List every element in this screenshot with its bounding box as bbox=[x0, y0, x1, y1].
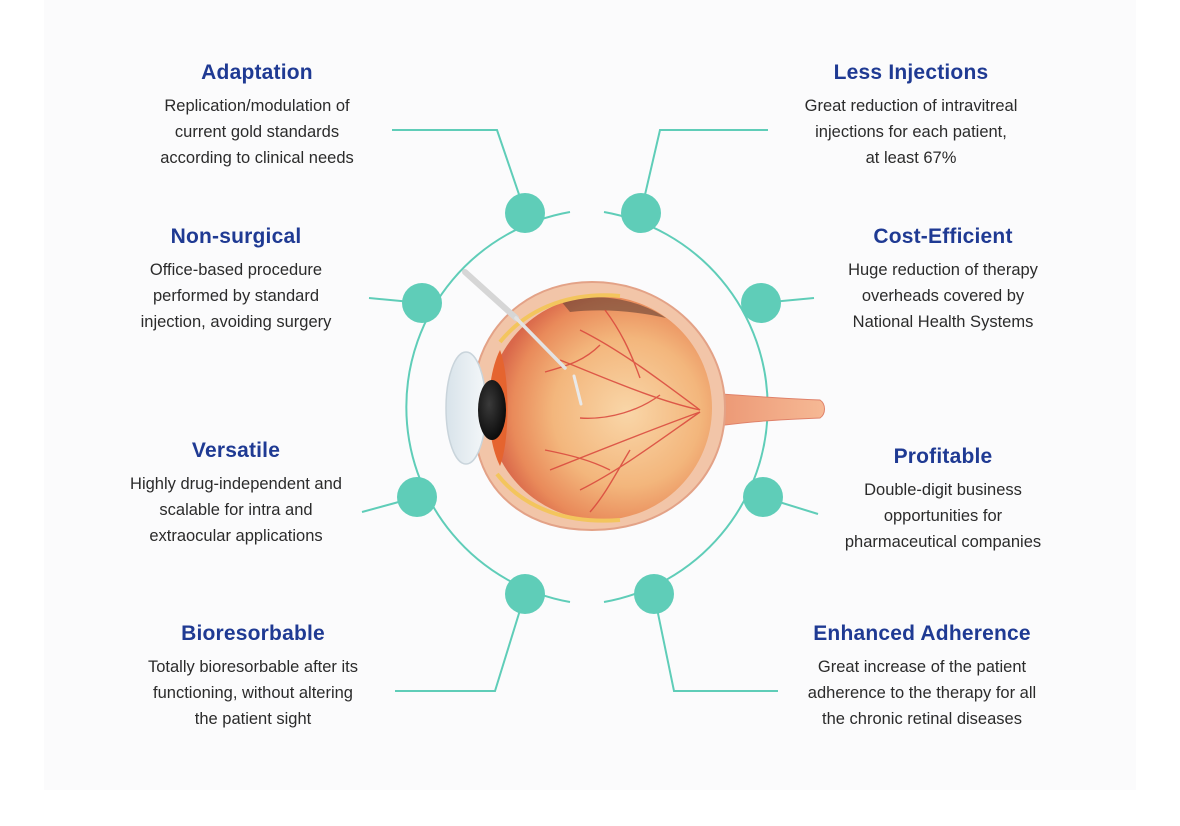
feature-enhanced-adherence: Enhanced Adherence Great increase of the… bbox=[772, 622, 1072, 732]
feature-versatile: Versatile Highly drug-independent and sc… bbox=[86, 439, 386, 549]
retina-layer-lower bbox=[495, 472, 621, 523]
feature-bioresorbable: Bioresorbable Totally bioresorbable afte… bbox=[103, 622, 403, 732]
node-versatile bbox=[397, 477, 437, 517]
node-non-surgical bbox=[402, 283, 442, 323]
feature-adaptation: Adaptation Replication/modulation of cur… bbox=[107, 61, 407, 171]
node-adaptation bbox=[505, 193, 545, 233]
node-profitable bbox=[743, 477, 783, 517]
node-cost-efficient bbox=[741, 283, 781, 323]
feature-title: Versatile bbox=[191, 439, 281, 462]
node-enhanced-adherence bbox=[634, 574, 674, 614]
needle-shaft bbox=[514, 316, 567, 370]
connector-enhanced-adherence bbox=[653, 593, 778, 692]
injection-needle bbox=[462, 269, 519, 321]
node-bioresorbable bbox=[505, 574, 545, 614]
retina-layer bbox=[498, 293, 621, 344]
feature-title: Profitable bbox=[893, 445, 993, 468]
retinal-vessels bbox=[544, 309, 701, 513]
eye-illustration bbox=[445, 269, 825, 532]
connector-adaptation bbox=[392, 129, 526, 213]
feature-title: Enhanced Adherence bbox=[813, 622, 1031, 645]
feature-title: Adaptation bbox=[201, 61, 313, 84]
feature-description: Totally bioresorbable after its function… bbox=[147, 658, 359, 729]
feature-title: Non-surgical bbox=[170, 225, 302, 248]
feature-description: Great increase of the patient adherence … bbox=[807, 658, 1037, 729]
eyeball-interior bbox=[488, 296, 712, 520]
feature-less-injections: Less Injections Great reduction of intra… bbox=[761, 61, 1061, 171]
ring-left-arc bbox=[405, 211, 571, 603]
pupil bbox=[478, 380, 506, 440]
feature-description: Highly drug-independent and scalable for… bbox=[130, 475, 342, 546]
node-less-injections bbox=[621, 193, 661, 233]
feature-description: Replication/modulation of current gold s… bbox=[160, 97, 354, 168]
feature-title: Cost-Efficient bbox=[873, 225, 1013, 248]
feature-non-surgical: Non-surgical Office-based procedure perf… bbox=[86, 225, 386, 335]
connector-bioresorbable bbox=[395, 593, 526, 692]
feature-profitable: Profitable Double-digit business opportu… bbox=[793, 445, 1093, 555]
feature-cost-efficient: Cost-Efficient Huge reduction of therapy… bbox=[793, 225, 1093, 335]
feature-title: Bioresorbable bbox=[181, 622, 325, 645]
feature-title: Less Injections bbox=[833, 61, 989, 84]
connector-less-injections bbox=[640, 129, 768, 213]
feature-description: Office-based procedure performed by stan… bbox=[140, 261, 332, 332]
choroid-dark bbox=[560, 296, 666, 318]
feature-description: Huge reduction of therapy overheads cove… bbox=[848, 261, 1038, 332]
implant-rod bbox=[572, 374, 583, 406]
feature-description: Great reduction of intravitreal injectio… bbox=[804, 97, 1018, 168]
feature-description: Double-digit business opportunities for … bbox=[844, 481, 1042, 552]
